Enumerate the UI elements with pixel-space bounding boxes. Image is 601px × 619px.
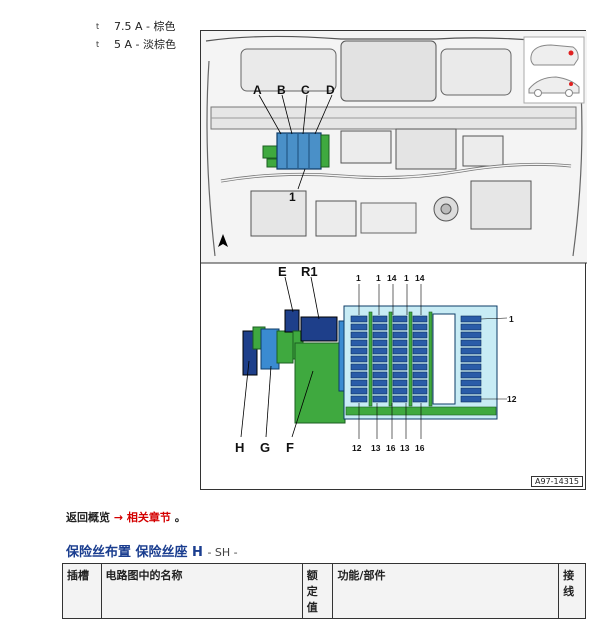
callout-e: E xyxy=(278,264,287,279)
fuse-location-figure: A B C D 1 xyxy=(200,30,587,490)
slot-number: 12 xyxy=(352,443,362,453)
callout-b: B xyxy=(277,83,286,97)
slot-number: 13 xyxy=(400,443,410,453)
slot-number: 1 xyxy=(356,273,361,283)
column-header-circuit-name: 电路图中的名称 xyxy=(100,563,303,619)
column-header-rating: 额定值 xyxy=(301,563,334,619)
section-suffix: - SH - xyxy=(207,546,238,559)
slot-number: 14 xyxy=(387,273,397,283)
section-heading: 保险丝布置 保险丝座 H - SH - xyxy=(66,541,238,560)
bullet-text: 5 A - 淡棕色 xyxy=(114,38,176,51)
fuse-holder-detail: E R1 H G F 1 1 14 1 14 xyxy=(235,264,517,455)
figure-reference-code: A97-14315 xyxy=(531,476,583,487)
callout-g: G xyxy=(260,440,270,455)
slot-number: 1 xyxy=(376,273,381,283)
slot-number: 12 xyxy=(507,394,517,404)
related-chapter-link[interactable]: 相关章节 xyxy=(126,511,171,524)
slot-number: 14 xyxy=(415,273,425,283)
slot-number: 16 xyxy=(415,443,425,453)
fuse-illustration: A B C D 1 xyxy=(201,31,587,455)
direction-arrow-icon xyxy=(218,234,228,247)
engine-bay-view: A B C D 1 xyxy=(201,31,587,264)
bullet-item: t 5 A - 淡棕色 xyxy=(96,36,176,54)
callout-d: D xyxy=(326,83,335,97)
period: 。 xyxy=(174,511,186,524)
slot-number: 1 xyxy=(509,314,514,324)
callout-c: C xyxy=(301,83,310,97)
fuse-table: 插槽 电路图中的名称 额定值 功能/部件 接线 xyxy=(62,563,586,619)
slot-number: 1 xyxy=(404,273,409,283)
arrow-right-icon: → xyxy=(113,511,124,524)
section-title: 保险丝布置 保险丝座 H xyxy=(66,545,203,560)
callout-1: 1 xyxy=(289,190,296,204)
column-header-function: 功能/部件 xyxy=(332,563,560,619)
callout-f: F xyxy=(286,440,294,455)
bullet-marker: t xyxy=(96,40,100,49)
column-header-slot: 插槽 xyxy=(62,563,102,619)
back-to-overview-link[interactable]: 返回概览 xyxy=(66,511,110,524)
callout-a: A xyxy=(253,83,262,97)
bullet-text: 7.5 A - 棕色 xyxy=(114,20,176,33)
back-navigation: 返回概览 → 相关章节 。 xyxy=(66,509,186,525)
bullet-item: t 7.5 A - 棕色 xyxy=(96,18,176,36)
slot-number: 13 xyxy=(371,443,381,453)
bullet-marker: t xyxy=(96,22,100,31)
table-header-row: 插槽 电路图中的名称 额定值 功能/部件 接线 xyxy=(62,563,586,619)
callout-h: H xyxy=(235,440,244,455)
car-locator-icon xyxy=(523,36,585,104)
slot-number: 16 xyxy=(386,443,396,453)
column-header-wiring: 接线 xyxy=(558,563,586,619)
fuse-color-list: t 7.5 A - 棕色 t 5 A - 淡棕色 xyxy=(96,18,176,54)
callout-r1: R1 xyxy=(301,264,318,279)
